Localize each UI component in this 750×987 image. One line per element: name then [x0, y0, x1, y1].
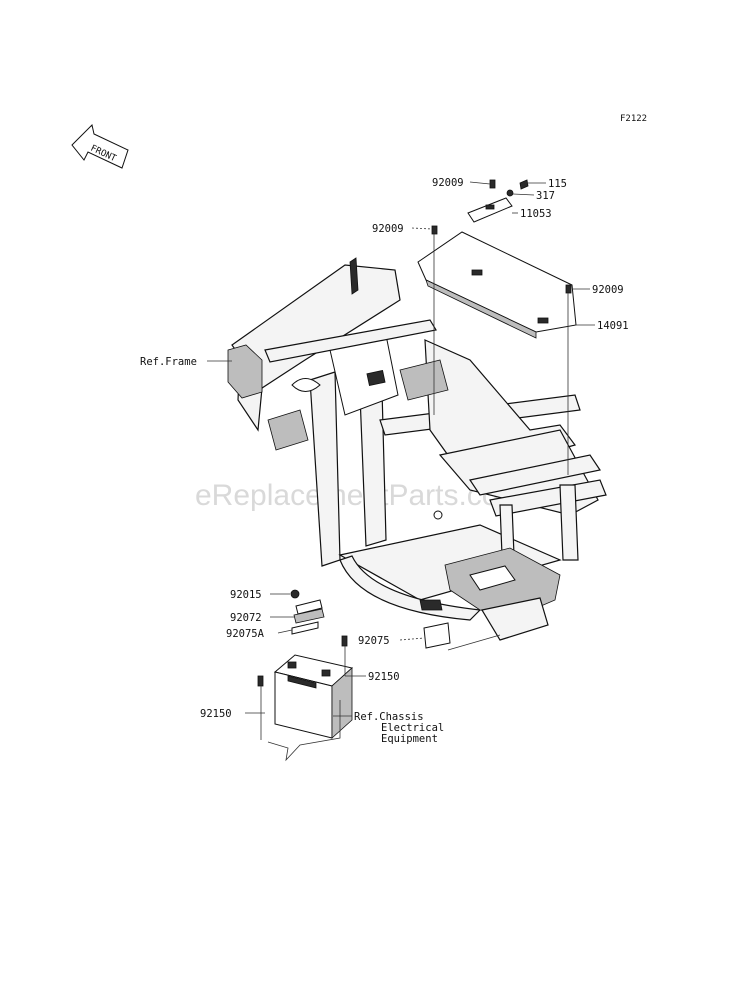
bolt-92009-top-icon	[519, 179, 529, 190]
frame-assembly	[227, 257, 607, 641]
bolt-92009-c-icon	[565, 284, 572, 294]
washer-317-icon	[506, 189, 514, 197]
battery-group	[257, 589, 451, 739]
callout-92009-mid: 92009	[372, 223, 404, 235]
callout-317: 317	[536, 190, 555, 202]
callout-92015: 92015	[230, 589, 262, 601]
callout-92009-right: 92009	[592, 284, 624, 296]
callout-ref-chassis: Ref.Chassis	[354, 711, 424, 723]
leader-lines	[207, 181, 595, 762]
callout-11053: 11053	[520, 208, 552, 220]
callout-92075: 92075	[358, 635, 390, 647]
callout-92150-left: 92150	[200, 708, 232, 720]
callout-92072: 92072	[230, 612, 262, 624]
bracket-11053	[467, 197, 513, 223]
callout-14091: 14091	[597, 320, 629, 332]
bolt-92009-a-icon	[489, 179, 496, 189]
callout-equipment: Equipment	[381, 733, 438, 745]
front-arrow-icon: FRONT	[71, 124, 129, 169]
callout-ref-frame: Ref.Frame	[140, 356, 197, 368]
bolt-92009-b-icon	[431, 225, 438, 235]
callout-electrical: Electrical	[381, 722, 444, 734]
callout-115: 115	[548, 178, 567, 190]
figure-code: F2122	[620, 114, 647, 124]
cover-plate-14091	[417, 231, 577, 339]
callout-92150-right: 92150	[368, 671, 400, 683]
callout-92075a: 92075A	[226, 628, 265, 640]
callout-92009-top: 92009	[432, 177, 464, 189]
callout-labels: 92009 115 317 92009 11053 92009 14091 Re…	[140, 177, 629, 745]
